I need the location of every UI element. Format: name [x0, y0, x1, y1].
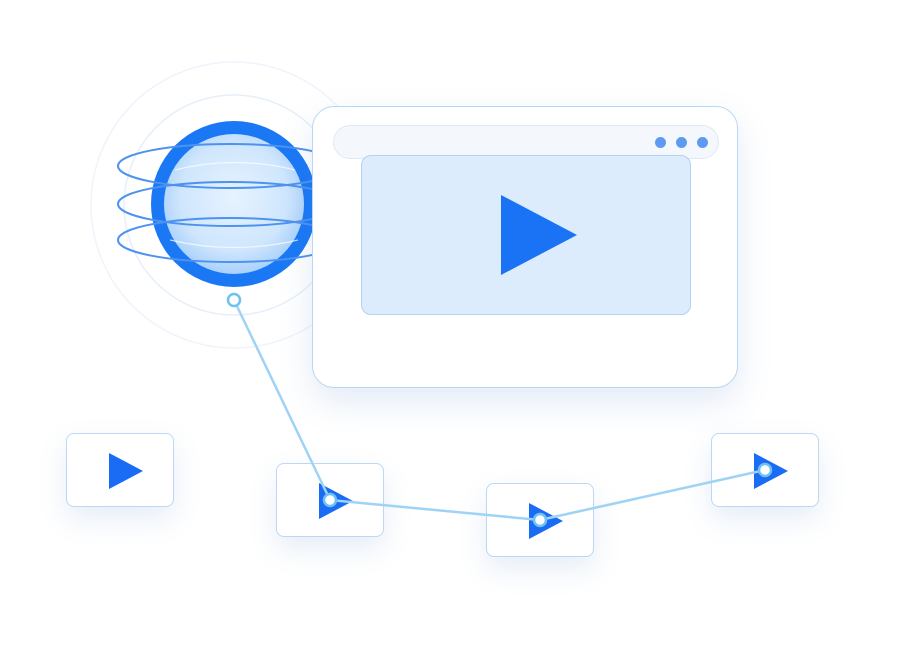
globe-meridian [169, 239, 299, 249]
video-player[interactable] [361, 155, 691, 315]
connector-node [226, 292, 242, 308]
globe-core [164, 134, 304, 274]
window-dot [697, 137, 708, 148]
play-icon [109, 453, 143, 489]
connector-node [322, 492, 338, 508]
video-tile-1[interactable] [66, 433, 174, 507]
connector-node [757, 462, 773, 478]
window-dot [655, 137, 666, 148]
play-icon[interactable] [501, 195, 577, 275]
video-window [312, 106, 738, 388]
connector-node [532, 512, 548, 528]
more-dots-icon[interactable] [655, 137, 708, 148]
connector-line [232, 299, 766, 522]
globe-meridian [174, 161, 296, 171]
window-dot [676, 137, 687, 148]
